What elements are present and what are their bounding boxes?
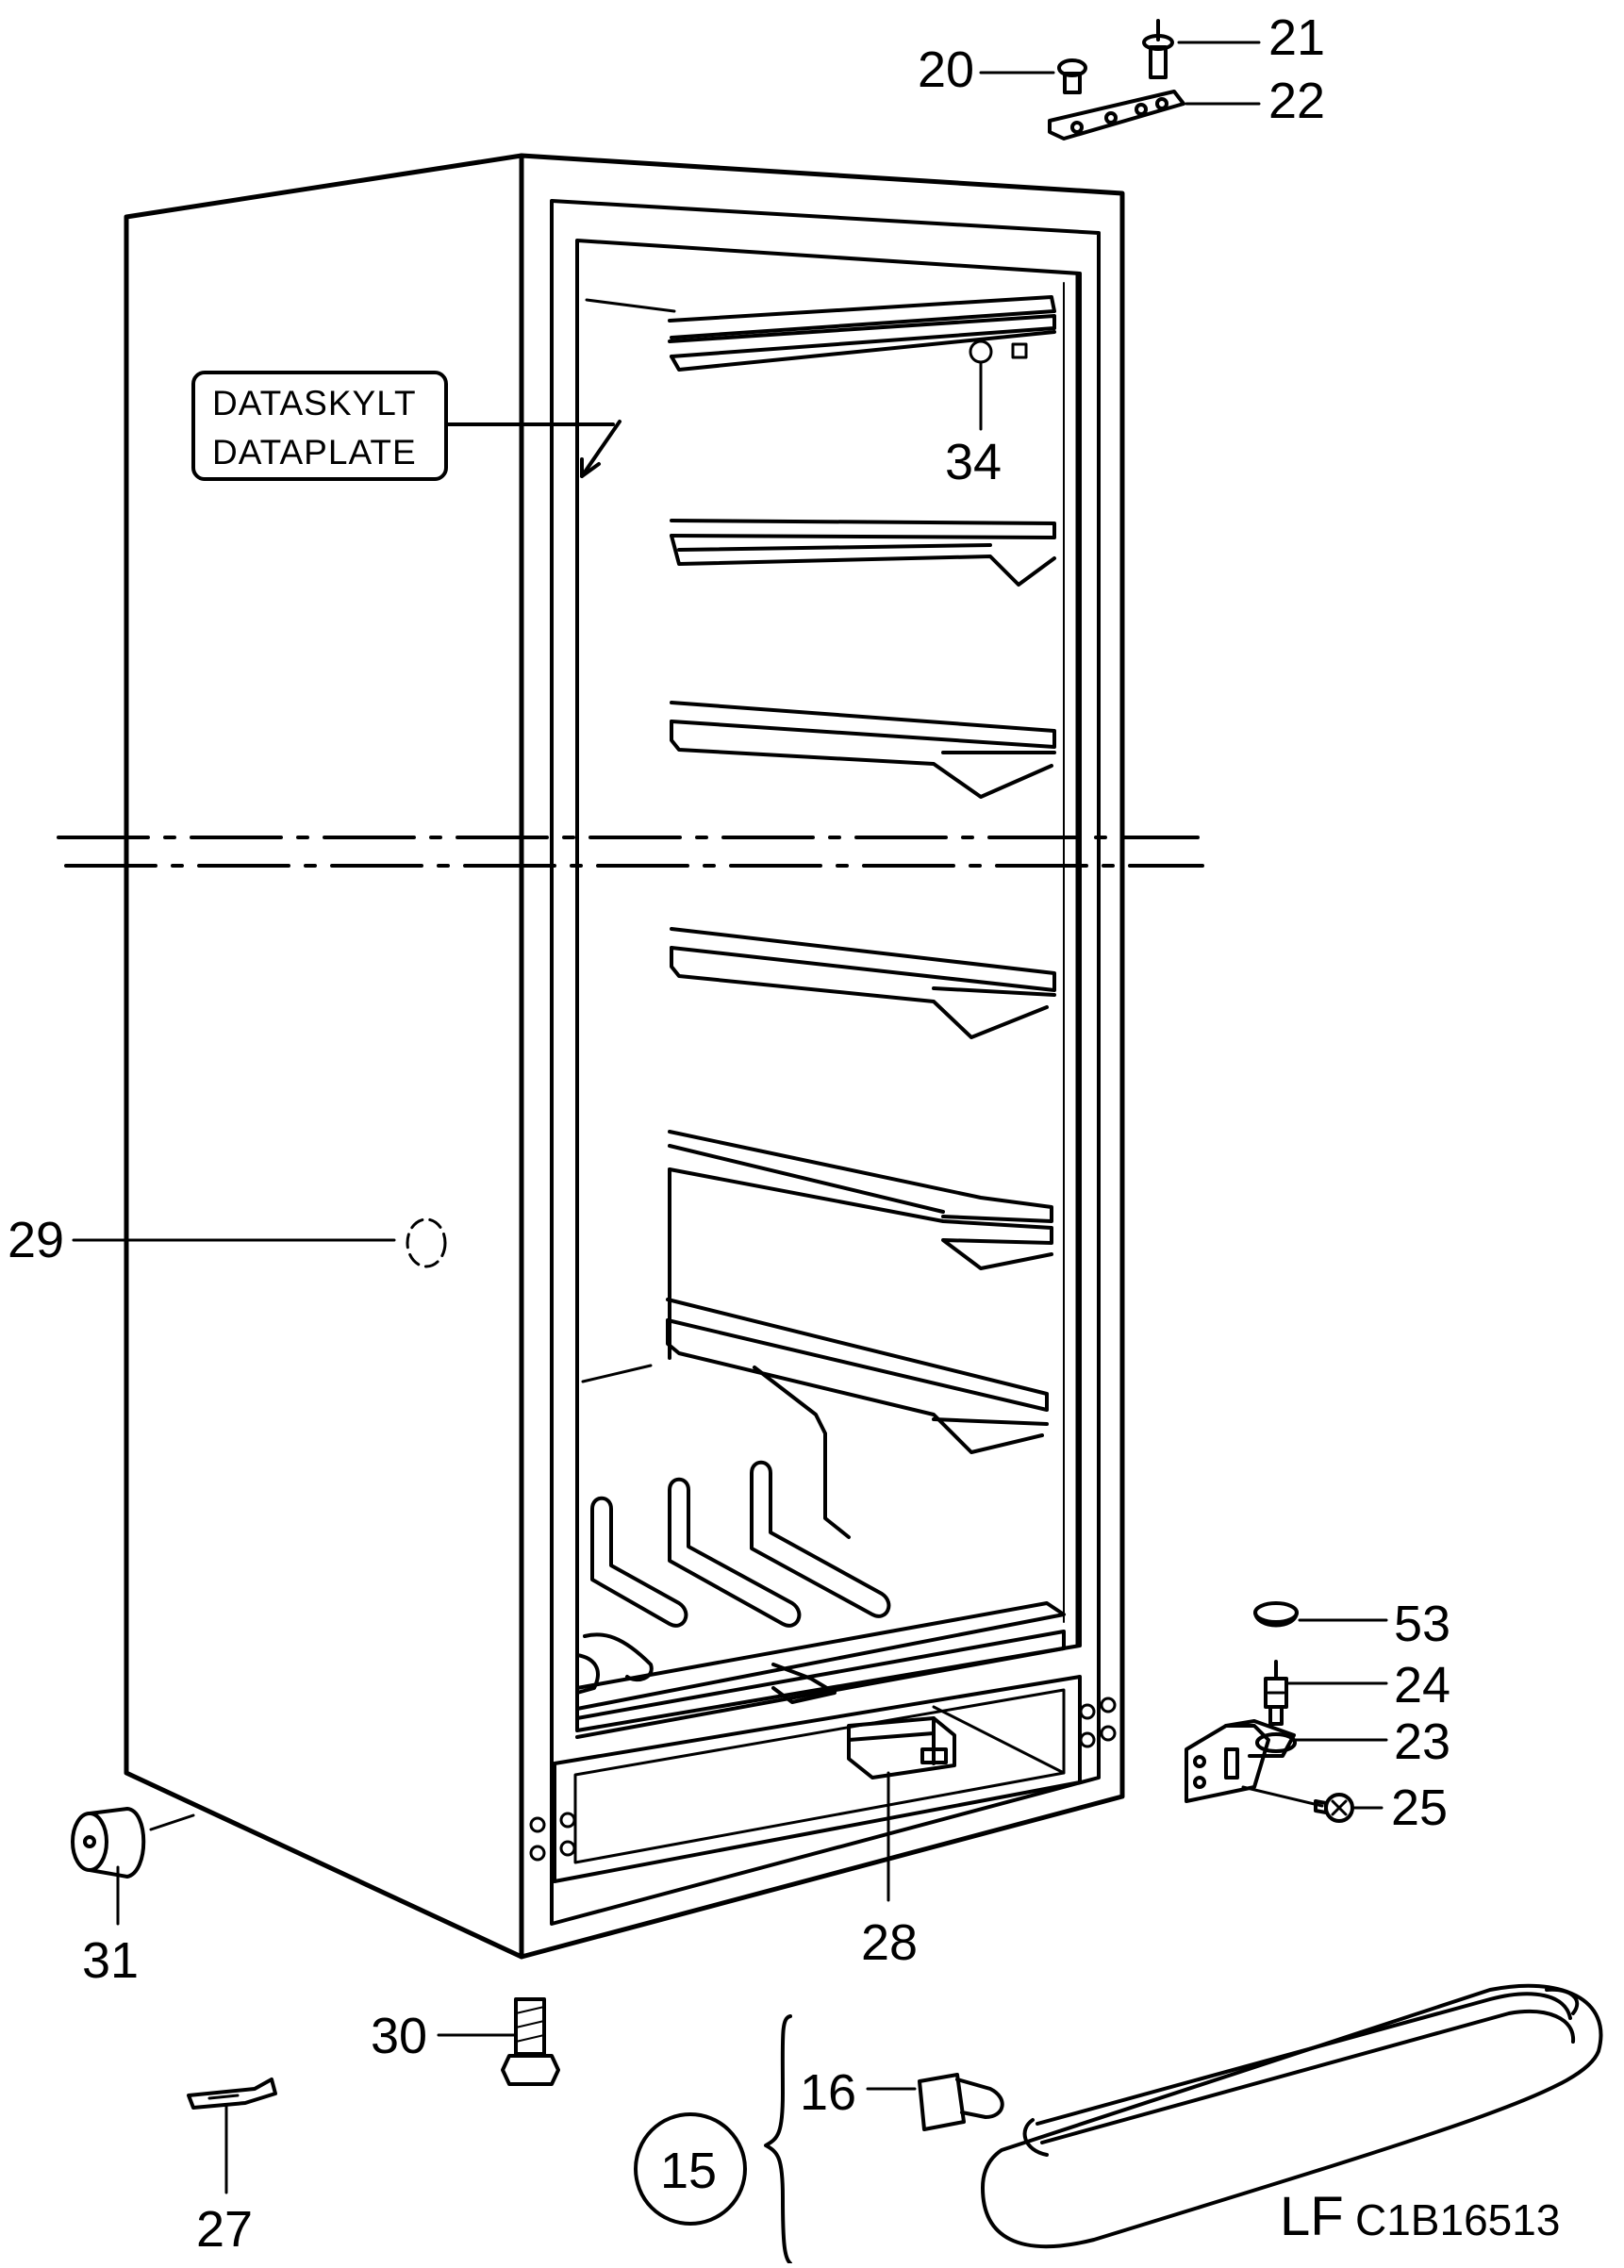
cabinet-liner-opening xyxy=(575,239,1082,1732)
cabinet-body xyxy=(124,153,1125,1960)
callout-53: 53 xyxy=(1394,1596,1450,1652)
bottom-compartment xyxy=(553,1675,1082,1883)
evaporator-coils xyxy=(575,1460,1066,1739)
part-25-screw xyxy=(1241,1785,1384,1823)
shelf-rails xyxy=(666,295,1056,1539)
part-34-knob xyxy=(969,339,1028,431)
shelf-rail-5 xyxy=(668,1130,1053,1360)
callout-27: 27 xyxy=(196,2201,253,2258)
callout-23: 23 xyxy=(1394,1713,1450,1770)
callout-24: 24 xyxy=(1394,1657,1450,1713)
callout-30: 30 xyxy=(371,2008,427,2064)
data-plate-box xyxy=(191,371,448,481)
callout-25: 25 xyxy=(1391,1780,1448,1836)
hinge-holes-lower-right xyxy=(1079,1697,1117,1748)
callout-31: 31 xyxy=(82,1932,139,1989)
shelf-rail-2 xyxy=(670,519,1056,587)
data-plate-line2: DATAPLATE xyxy=(212,433,417,472)
part-22-bracket xyxy=(1048,90,1261,141)
part-23-hinge-bracket xyxy=(1185,1719,1388,1803)
part-16-end-cap xyxy=(866,2073,1004,2131)
hinge-holes-lower-left xyxy=(529,1812,576,1862)
shelf-rail-3 xyxy=(670,701,1056,799)
part-31-foot xyxy=(71,1807,195,1926)
part-28-clip xyxy=(847,1716,956,1902)
callout-20: 20 xyxy=(918,41,974,98)
part-30-bolt xyxy=(437,1997,560,2086)
labels: DATASKYLT DATAPLATE 20 21 22 34 29 53 24… xyxy=(8,9,1560,2258)
cabinet-front-frame xyxy=(519,153,1125,1960)
part-24-pin xyxy=(1264,1660,1388,1726)
footer-lf: LF xyxy=(1280,2186,1344,2247)
bottom-hinge-assembly xyxy=(1185,1601,1388,1823)
part-20-screw xyxy=(979,58,1087,94)
data-plate-callout xyxy=(191,371,621,481)
callout-16: 16 xyxy=(800,2064,856,2121)
callout-34: 34 xyxy=(945,434,1002,490)
part-29-plug xyxy=(72,1217,447,1268)
callout-21: 21 xyxy=(1268,9,1325,66)
part-53-cap xyxy=(1253,1601,1388,1628)
part-21-pin xyxy=(1142,19,1261,79)
footer-code: C1B16513 xyxy=(1355,2195,1560,2244)
top-hinge-assembly xyxy=(979,19,1261,141)
shelf-rail-1 xyxy=(668,295,1056,372)
break-lines xyxy=(57,836,1204,868)
callout-15: 15 xyxy=(660,2143,717,2199)
callout-28: 28 xyxy=(861,1914,918,1971)
shelf-rail-4 xyxy=(670,927,1056,1039)
callout-22: 22 xyxy=(1268,73,1325,129)
part-15-circle xyxy=(634,2112,747,2226)
part-27-clip xyxy=(187,2078,277,2194)
callout-29: 29 xyxy=(8,1212,64,1268)
shelf-rail-6 xyxy=(666,1298,1049,1539)
handle-bar xyxy=(981,1983,1603,2249)
cabinet-front-inner-frame xyxy=(550,199,1101,1926)
part-15-handle-assembly xyxy=(634,1983,1603,2265)
data-plate-line1: DATASKYLT xyxy=(212,384,417,422)
